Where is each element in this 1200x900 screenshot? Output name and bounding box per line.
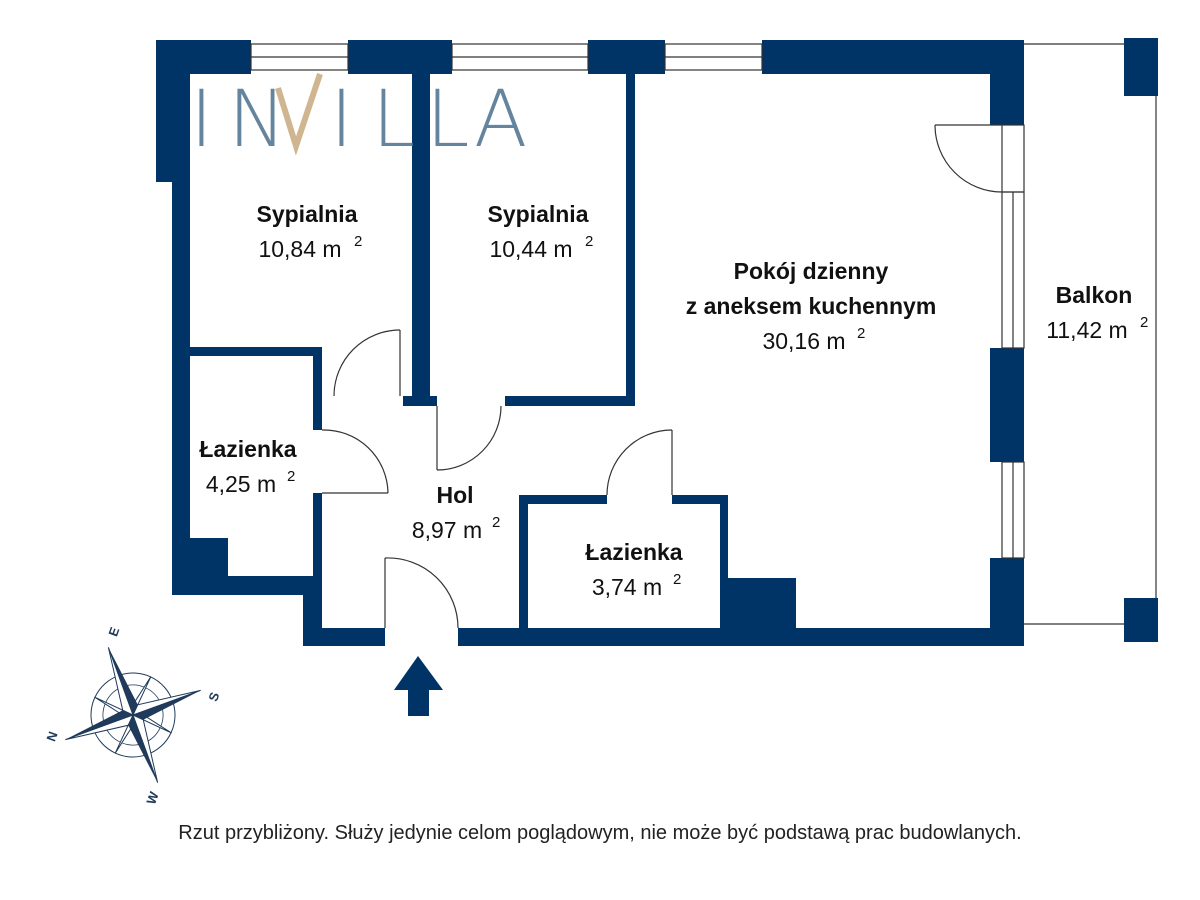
logo-letter-i2: I [330,75,353,165]
wall-right-bottom [990,558,1024,646]
logo-letter-l2: L [426,75,469,165]
wall-lazienka1-top [190,347,322,356]
logo-letter-l: L [372,75,415,165]
room-sypialnia-1: Sypialnia 10,84 m 2 [257,201,363,262]
room-name: Hol [436,482,473,508]
wall-bedroom-divider-a [412,74,420,396]
walls [156,38,1158,646]
wall-right-top [990,40,1024,125]
area-superscript: 2 [1140,314,1148,331]
room-name-line1: Pokój dzienny [734,258,889,284]
area-superscript: 2 [354,233,362,250]
wall-right-mid [990,348,1024,462]
wall-lazienka1-right-bottom [313,493,322,595]
wall-lazienka2-top-b [672,495,728,504]
room-hol: Hol 8,97 m 2 [412,482,501,543]
wall-lazienka2-left [519,495,528,630]
compass-labels: E S N W [43,625,222,807]
room-area: 4,25 m [206,471,276,497]
wall-bottom-left [303,628,385,646]
disclaimer-text: Rzut przybliżony. Służy jedynie celom po… [178,822,1022,844]
wall-bedroom2-bottom-left [403,396,437,406]
logo-letter-a: A [474,75,527,165]
room-name: Sypialnia [257,201,358,227]
compass-label-s: S [205,690,222,704]
wall-bedroom-divider-b [420,74,430,396]
room-name: Łazienka [585,539,682,565]
wall-kitchen-block [728,578,796,630]
area-superscript: 2 [585,233,593,250]
room-area: 11,42 m [1046,317,1127,343]
wall-lazienka-bottom [172,576,322,595]
wall-top-2 [348,40,452,74]
area-superscript: 2 [287,468,295,485]
room-lazienka-2: Łazienka 3,74 m 2 [585,539,682,600]
wall-lazienka1-right-top [313,347,322,430]
room-name: Balkon [1056,282,1133,308]
room-name: Sypialnia [488,201,589,227]
area-superscript: 2 [857,325,865,342]
wall-left [172,40,190,595]
room-area: 3,74 m [592,574,662,600]
wall-top-4 [762,40,1024,74]
room-sypialnia-2: Sypialnia 10,44 m 2 [488,201,594,262]
logo-letter-i: I [190,75,213,165]
entrance-arrow-icon [394,656,443,716]
room-area: 30,16 m [762,328,845,354]
wall-top-3 [588,40,665,74]
compass-label-w: W [143,789,162,806]
room-pokoj-dzienny: Pokój dzienny z aneksem kuchennym 30,16 … [686,258,937,354]
wall-bedroom2-right [626,74,635,406]
room-balkon: Balkon 11,42 m 2 [1046,282,1148,343]
wall-lazienka2-right [720,495,728,630]
logo-v-mark [275,73,323,156]
compass-label-n: N [43,729,60,743]
area-superscript: 2 [673,571,681,588]
room-name-line2: z aneksem kuchennym [686,293,937,319]
balcony-post-top [1124,38,1158,96]
wall-bedroom2-bottom [505,396,635,406]
invilla-logo: I N I L L A [190,73,527,165]
wall-lazienka2-top-a [519,495,607,504]
wall-bottom-right [458,628,1024,646]
room-area: 10,44 m [489,236,572,262]
balcony-post-bottom [1124,598,1158,642]
area-superscript: 2 [492,514,500,531]
room-lazienka-1: Łazienka 4,25 m 2 [199,436,296,497]
compass-rose-icon [65,647,201,783]
room-area: 10,84 m [258,236,341,262]
windows [250,43,1157,625]
room-name: Łazienka [199,436,296,462]
compass-label-e: E [105,625,122,639]
room-area: 8,97 m [412,517,482,543]
doors [321,124,1003,629]
